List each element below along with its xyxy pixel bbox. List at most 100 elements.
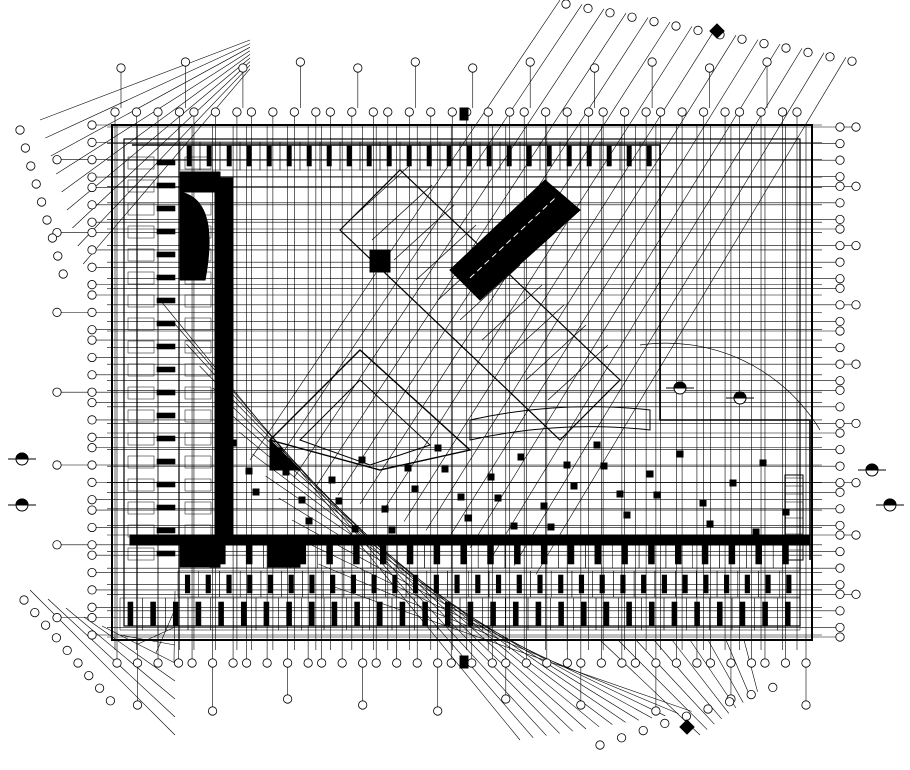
parking-car-left-outer — [127, 363, 155, 377]
parking-bay-bottom — [495, 574, 502, 594]
column — [600, 462, 608, 470]
grid-bubble-right — [835, 198, 845, 208]
grid-bubble-left-outer — [52, 307, 62, 317]
grid-bubble-left — [87, 307, 97, 317]
diagonal-grid-line — [318, 563, 679, 714]
diagonal-wing-partition — [481, 284, 543, 341]
grid-bubble-left — [87, 550, 97, 560]
grid-bubble-top — [404, 107, 414, 117]
grid-bubble-bottom — [705, 658, 716, 668]
diagonal-grid-line — [77, 64, 251, 247]
parking-bay-top — [266, 145, 272, 167]
grid-bubble-top — [289, 107, 299, 117]
grid-bubble-top — [311, 107, 321, 117]
grid-bubble-left — [87, 630, 97, 640]
parking-bay-bottom-outer — [558, 601, 564, 627]
diagonal-grid-line — [381, 26, 693, 513]
grid-bubble-bottom — [726, 658, 736, 668]
grid-bubble-left — [87, 137, 97, 147]
diagonal-grid-line — [47, 598, 176, 718]
diagonal-grid-bubble — [15, 125, 25, 135]
parking-bay-top — [306, 145, 312, 167]
hatched-wall — [179, 171, 221, 193]
parking-bay-bottom-outer — [308, 601, 315, 627]
parking-bay-mid — [540, 543, 548, 565]
grid-bubble-right — [835, 385, 845, 395]
grid-bubble-left — [87, 387, 97, 397]
column — [404, 464, 412, 472]
column — [464, 514, 472, 522]
diagonal-grid-line — [101, 625, 176, 664]
column — [229, 439, 237, 447]
diagonal-grid-bubble — [803, 47, 813, 58]
grid-bubble-right — [835, 155, 845, 165]
diagonal-grid-bubble — [95, 683, 105, 693]
grid-bubble-bottom — [153, 658, 163, 668]
arc-line — [639, 342, 821, 431]
grid-bubble-left — [87, 280, 97, 290]
parking-bay-bottom-outer — [172, 601, 179, 627]
diagonal-grid-line — [331, 585, 692, 712]
column — [328, 476, 336, 484]
parking-bay-top-outline — [639, 141, 661, 171]
grid-bubble-left — [87, 227, 97, 238]
section-marker-fill — [15, 452, 29, 460]
diagonal-grid-line — [249, 0, 561, 461]
grid-bubble-bottom — [780, 658, 791, 668]
grid-bubble-top — [519, 107, 529, 117]
column — [729, 479, 737, 487]
grid-bubble-right — [835, 520, 845, 531]
grid-bubble-right — [835, 224, 845, 234]
grid-bubble-bottom — [303, 658, 313, 668]
column — [646, 470, 654, 478]
grid-bubble-right — [835, 478, 845, 488]
diagonal-grid-line — [469, 43, 781, 549]
grid-bubble-top — [246, 107, 256, 117]
column — [275, 447, 283, 455]
grid-bubble-top — [562, 107, 572, 117]
diagonal-wing-partition — [437, 244, 499, 301]
parking-bay-bottom-outer — [354, 601, 360, 627]
column — [593, 441, 601, 449]
grid-bubble-bottom — [671, 658, 682, 668]
grid-bubble-left — [87, 335, 97, 345]
parking-bay-left — [156, 412, 176, 419]
parking-bay-top — [606, 145, 612, 167]
parking-bay-bottom-outer — [739, 601, 746, 627]
parking-car-left-outer — [127, 271, 155, 285]
parking-bay-bottom-outer-outline — [777, 597, 801, 631]
grid-bubble-right — [835, 359, 845, 369]
grid-bubble-right-outer — [851, 418, 861, 429]
grid-bubble-left — [87, 172, 97, 182]
parking-car-left-outer — [127, 547, 155, 561]
parking-car-left-outer — [127, 501, 155, 515]
grid-bubble-bottom — [283, 658, 293, 668]
grid-bubble-bottom-outer — [207, 706, 218, 716]
grid-bubble-top — [677, 107, 687, 117]
diagonal-grid-line — [671, 639, 730, 714]
parking-car-left — [184, 501, 212, 515]
grid-axis-bubbles — [15, 0, 861, 750]
grid-bubble-left — [87, 120, 97, 130]
grid-bubble-right-outer — [851, 240, 861, 251]
column — [351, 525, 359, 533]
grid-bubble-bottom — [412, 658, 422, 668]
grid-bubble-bottom-outer — [801, 700, 811, 710]
section-marker-fill — [15, 498, 29, 506]
parking-bay-mid — [299, 543, 307, 565]
grid-bubble-bottom — [358, 658, 368, 668]
grid-bubble-top — [426, 107, 436, 117]
grid-bubble-bottom — [562, 658, 572, 668]
grid-bubble-left — [87, 460, 97, 470]
grid-bubble-bottom-outer — [576, 700, 586, 710]
section-markers — [8, 23, 904, 735]
diagonal-grid-line — [271, 4, 583, 469]
diagonal-grid-bubble — [681, 711, 692, 721]
grid-bubble-bottom — [241, 658, 252, 668]
parking-bay-bottom — [309, 574, 315, 594]
grid-bubble-left — [87, 432, 97, 442]
parking-bay-mid — [701, 543, 709, 565]
parking-bay-bottom-outer — [150, 601, 156, 627]
parking-bay-bottom-outer — [195, 601, 202, 627]
parking-bay-bottom — [350, 574, 356, 594]
